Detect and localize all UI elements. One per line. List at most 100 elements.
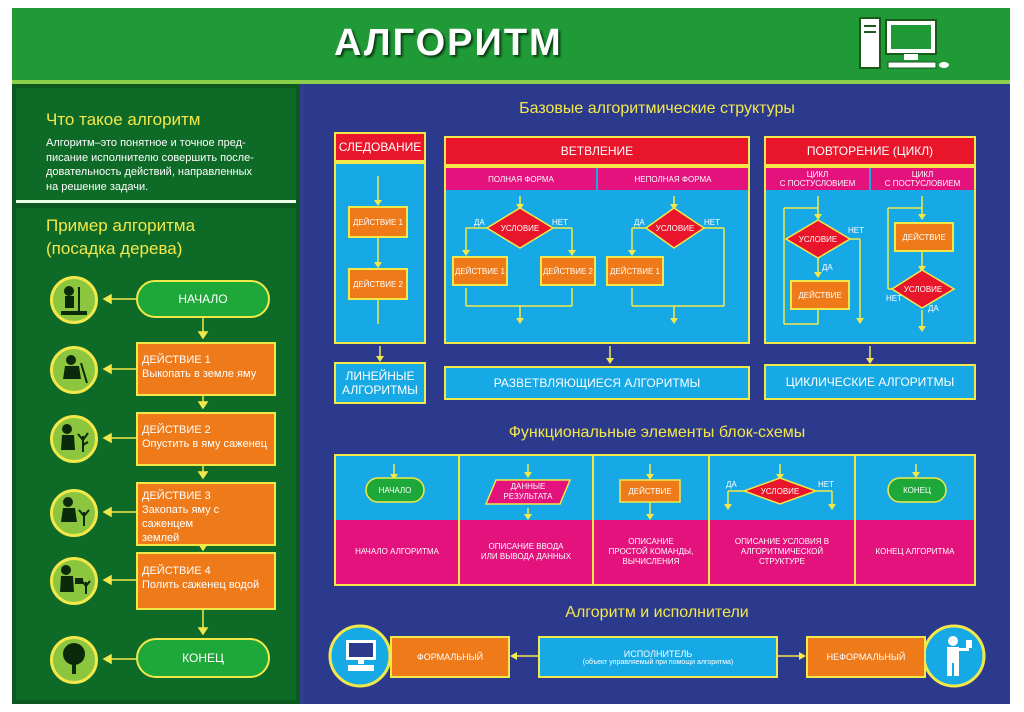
step-text: землей [142, 532, 180, 544]
linear-label: ЛИНЕЙНЫЕ [345, 369, 415, 383]
left-panel: Что такое алгоритм Алгоритм–это понятное… [12, 84, 300, 704]
branching-panel [444, 166, 750, 344]
branch-action-2: ДЕЙСТВИЕ 2 [540, 256, 596, 286]
computer-icon [346, 640, 376, 671]
data-shape-label: ДАННЫЕ [510, 482, 546, 491]
data-shape-label: РЕЗУЛЬТАТА [503, 492, 553, 501]
loop-label: С ПОСТУСЛОВИЕМ [884, 179, 961, 188]
linear-algorithms: ЛИНЕЙНЫЕ АЛГОРИТМЫ [334, 362, 426, 404]
step-text: Полить саженец водой [142, 579, 260, 591]
step-text: Закопать яму с саженцем [142, 504, 220, 530]
right-panel: Базовые алгоритмические структуры СЛЕДОВ… [304, 84, 1010, 704]
executors-title: Алгоритм и исполнители [565, 604, 749, 621]
branch-action-1: ДЕЙСТВИЕ 1 [452, 256, 508, 286]
page-title: АЛГОРИТМ [334, 22, 563, 64]
loop-label: ЦИКЛ [806, 170, 829, 179]
executor-label: ИСПОЛНИТЕЛЬ [623, 648, 693, 659]
element-desc: ОПИСАНИЕ УСЛОВИЯ В АЛГОРИТМИЧЕСКОЙ СТРУК… [710, 520, 854, 584]
condition-label: УСЛОВИЕ [655, 224, 695, 233]
step-title: ДЕЙСТВИЕ 4 [142, 565, 211, 577]
informal-executor: НЕФОРМАЛЬНЫЙ [806, 636, 926, 678]
branching-header: ВЕТВЛЕНИЕ [444, 136, 750, 166]
desc-line: АЛГОРИТМИЧЕСКОЙ [740, 547, 824, 556]
element-desc: ОПИСАНИЕ ПРОСТОЙ КОМАНДЫ, ВЫЧИСЛЕНИЯ [594, 520, 708, 584]
yes-label: ДА [726, 480, 737, 489]
condition-shape-label: УСЛОВИЕ [760, 487, 800, 496]
poster: АЛГОРИТМ Что такое алгоритм Алгоритм–это… [12, 8, 1010, 704]
element-desc: КОНЕЦ АЛГОРИТМА [856, 520, 974, 584]
executor-box: ИСПОЛНИТЕЛЬ (объект управляемый при помо… [538, 636, 778, 678]
sequence-panel [334, 162, 426, 344]
person-icon [947, 636, 972, 676]
elements-diagram [365, 456, 947, 584]
element-desc: НАЧАЛО АЛГОРИТМА [336, 520, 458, 584]
step-4: ДЕЙСТВИЕ 4 Полить саженец водой [136, 552, 276, 610]
yes-label: ДА [634, 218, 645, 227]
step-3: ДЕЙСТВИЕ 3 Закопать яму с саженцем земле… [136, 482, 276, 546]
sequence-action-1: ДЕЙСТВИЕ 1 [348, 206, 408, 238]
example-title: Пример алгоритма [46, 216, 196, 235]
no-label: НЕТ [886, 294, 902, 303]
loop-right-label: ЦИКЛ С ПОСТУСЛОВИЕМ [871, 168, 974, 190]
example-connectors [102, 293, 209, 665]
loop-label: ЦИКЛ [911, 170, 934, 179]
definition-line: довательность действий, направленных [46, 166, 252, 178]
example-box: Пример алгоритма (посадка дерева) [16, 208, 296, 700]
no-label: НЕТ [704, 218, 720, 227]
yes-label: ДА [822, 263, 833, 272]
start-terminal: НАЧАЛО [136, 280, 270, 318]
definition-line: писание исполнителю совершить после- [46, 151, 254, 164]
desc-line: СТРУКТУРЕ [759, 557, 805, 566]
loop-left-label: ЦИКЛ С ПОСТУСЛОВИЕМ [766, 168, 869, 190]
step-title: ДЕЙСТВИЕ 1 [142, 354, 211, 366]
start-shape-label: НАЧАЛО [378, 486, 412, 495]
computer-icon [859, 17, 949, 69]
header: АЛГОРИТМ [12, 8, 1010, 84]
watering-icon [50, 557, 98, 605]
step-1: ДЕЙСТВИЕ 1 Выкопать в земле яму [136, 342, 276, 396]
condition-label: УСЛОВИЕ [903, 285, 943, 294]
step-2: ДЕЙСТВИЕ 2 Опустить в яму саженец [136, 412, 276, 466]
step-text: Выкопать в земле яму [142, 368, 257, 380]
no-label: НЕТ [818, 480, 834, 489]
condition-label: УСЛОВИЕ [798, 235, 838, 244]
loop-header: ПОВТОРЕНИЕ (ЦИКЛ) [764, 136, 976, 166]
cyclic-algorithms: ЦИКЛИЧЕСКИЕ АЛГОРИТМЫ [764, 364, 976, 400]
sequence-header: СЛЕДОВАНИЕ [334, 132, 426, 162]
full-form-label: ПОЛНАЯ ФОРМА [446, 168, 596, 190]
end-shape-label: КОНЕЦ [903, 486, 931, 495]
digging-icon [50, 346, 98, 394]
desc-line: НАЧАЛО АЛГОРИТМА [355, 547, 439, 556]
step-title: ДЕЙСТВИЕ 2 [142, 424, 211, 436]
grown-tree-icon [50, 636, 98, 684]
action-shape-label: ДЕЙСТВИЕ [628, 487, 672, 496]
element-desc: ОПИСАНИЕ ВВОДА ИЛИ ВЫВОДА ДАННЫХ [460, 520, 592, 584]
desc-line: ПРОСТОЙ КОМАНДЫ, [608, 547, 694, 556]
branch-action-1: ДЕЙСТВИЕ 1 [606, 256, 664, 286]
desc-line: ОПИСАНИЕ УСЛОВИЯ В [734, 537, 830, 546]
yes-label: ДА [474, 218, 485, 227]
example-subtitle: (посадка дерева) [46, 239, 183, 258]
definition-line: на решение задачи. [46, 180, 149, 193]
loop-action: ДЕЙСТВИЕ [790, 280, 850, 310]
desc-line: ВЫЧИСЛЕНИЯ [622, 557, 680, 566]
desc-line: ОПИСАНИЕ ВВОДА [488, 542, 564, 551]
burying-icon [50, 489, 98, 537]
branching-algorithms: РАЗВЕТВЛЯЮЩИЕСЯ АЛГОРИТМЫ [444, 366, 750, 400]
linear-label: АЛГОРИТМЫ [342, 383, 418, 397]
definition-title: Что такое алгоритм [46, 110, 201, 129]
loop-action: ДЕЙСТВИЕ [894, 222, 954, 252]
step-title: ДЕЙСТВИЕ 3 [142, 490, 211, 502]
desc-line: ИЛИ ВЫВОДА ДАННЫХ [480, 552, 572, 561]
planting-tree-icon [50, 276, 98, 324]
desc-line: ОПИСАНИЕ [628, 537, 674, 546]
loop-panel [764, 166, 976, 344]
definition-box: Что такое алгоритм Алгоритм–это понятное… [16, 88, 296, 203]
executor-desc: (объект управляемый при помощи алгоритма… [582, 658, 734, 666]
definition-line: Алгоритм–это понятное и точное пред- [46, 137, 246, 149]
loop-label: С ПОСТУСЛОВИЕМ [779, 179, 856, 188]
formal-executor: ФОРМАЛЬНЫЙ [390, 636, 510, 678]
partial-form-label: НЕПОЛНАЯ ФОРМА [598, 168, 748, 190]
structures-title: Базовые алгоритмические структуры [519, 100, 795, 117]
condition-label: УСЛОВИЕ [500, 224, 540, 233]
